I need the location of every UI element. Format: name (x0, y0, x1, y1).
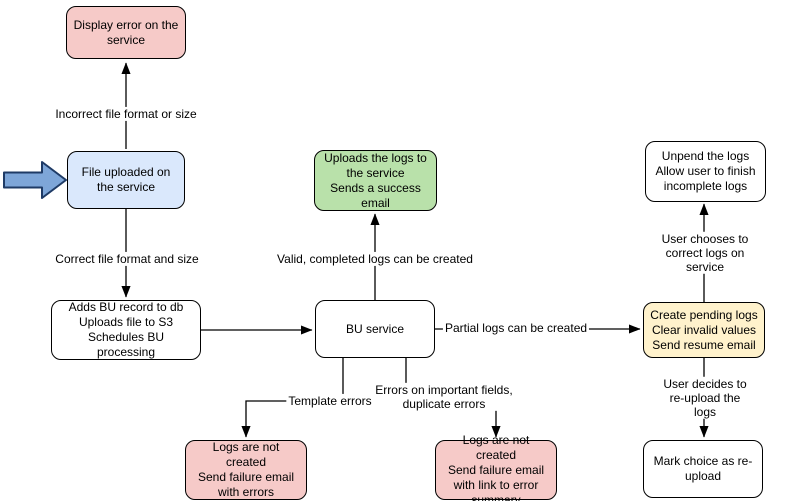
edge-label-important-fields: Errors on important fields, duplicate er… (373, 382, 515, 412)
node-uploads-logs-success: Uploads the logs to the service Sends a … (314, 150, 437, 211)
edge-label-incorrect-file: Incorrect file format or size (53, 106, 199, 122)
edge-label-valid-logs: Valid, completed logs can be created (275, 251, 475, 267)
node-logs-not-created-errors: Logs are not created Send failure email … (185, 440, 307, 500)
edge-label-partial-logs: Partial logs can be created (442, 320, 590, 336)
edge-label-template-errors: Template errors (286, 393, 374, 409)
node-display-error: Display error on the service (66, 6, 186, 59)
node-logs-not-created-summary: Logs are not created Send failure email … (435, 433, 557, 501)
node-mark-choice-reupload: Mark choice as re-upload (643, 440, 763, 498)
edge-label-correct-file: Correct file format and size (53, 251, 201, 267)
node-file-uploaded: File uploaded on the service (67, 151, 185, 209)
node-adds-bu-record: Adds BU record to db Uploads file to S3 … (51, 300, 201, 360)
entry-block-arrow-icon (3, 161, 67, 199)
edge-label-user-reuploads: User decides to re-upload the logs (657, 376, 753, 420)
node-unpend-logs: Unpend the logs Allow user to finish inc… (645, 141, 766, 202)
node-bu-service: BU service (315, 300, 435, 358)
node-create-pending-logs: Create pending logs Clear invalid values… (643, 302, 765, 358)
edge-label-user-corrects: User chooses to correct logs on service (657, 231, 753, 275)
